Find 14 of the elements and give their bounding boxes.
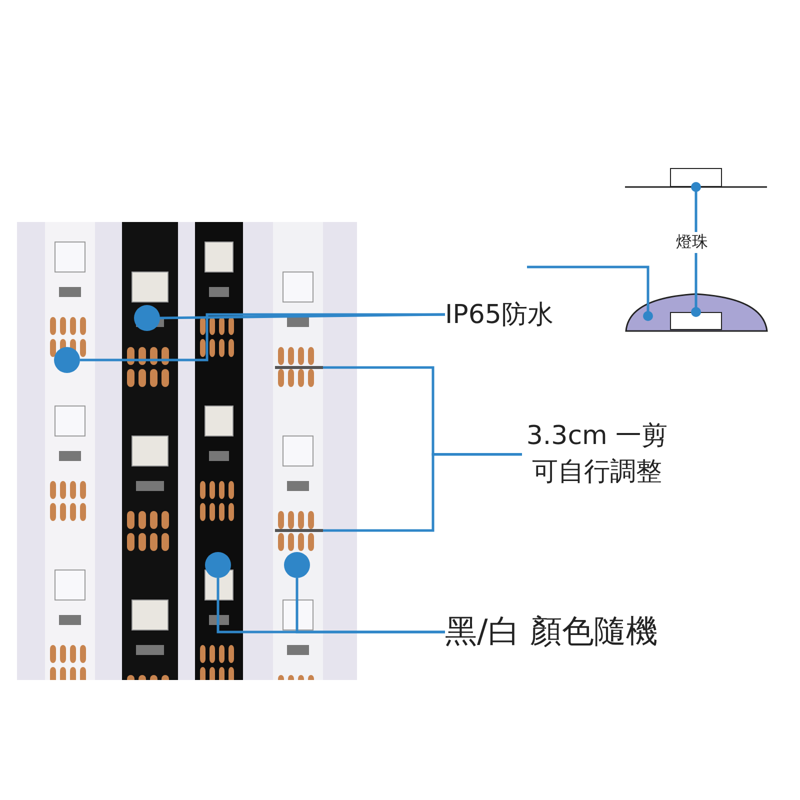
cut-line	[275, 366, 323, 369]
leader-line	[691, 182, 701, 232]
callout-text: IP65防水	[445, 297, 595, 332]
callout-text: 黑/白 顏色隨機	[445, 610, 745, 654]
lamp-bead	[670, 168, 722, 187]
cut-line	[275, 529, 323, 532]
leader-line	[691, 253, 701, 317]
leader-line	[80, 313, 445, 362]
callout-text: 燈珠	[676, 232, 716, 253]
lamp-bead	[670, 312, 722, 330]
leader-line	[323, 453, 522, 532]
callout-text: 3.3cm 一剪可自行調整	[522, 418, 672, 491]
leader-line	[527, 266, 653, 321]
leader-line	[296, 578, 445, 634]
